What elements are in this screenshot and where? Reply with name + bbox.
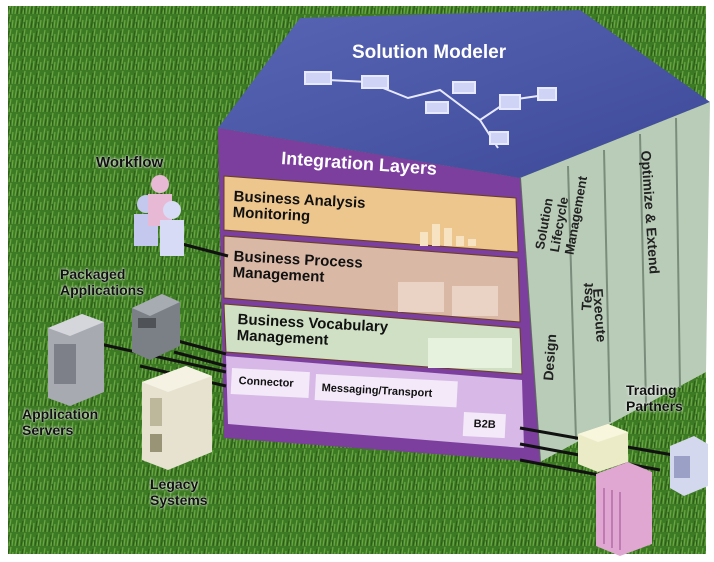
bam-label: Business Analysis Monitoring bbox=[232, 188, 366, 226]
workflow-people-icon bbox=[134, 175, 184, 256]
bpm-layer bbox=[223, 235, 521, 323]
cube-side-face bbox=[520, 102, 710, 462]
people-icon bbox=[452, 286, 498, 316]
b2b-label: B2B bbox=[473, 418, 496, 432]
bar-chart-icon bbox=[420, 224, 476, 246]
legacy-systems-label: Legacy Systems bbox=[150, 476, 208, 508]
bpm-label: Business Process Management bbox=[232, 248, 364, 286]
b2b-box bbox=[462, 412, 506, 439]
connector-box bbox=[230, 368, 310, 399]
design-label: Design bbox=[540, 333, 560, 382]
flow-icon bbox=[398, 282, 444, 312]
trading-partners-label: Trading Partners bbox=[626, 382, 683, 414]
process-network-icon bbox=[304, 71, 557, 149]
code-table-icon bbox=[428, 338, 512, 368]
app-servers-label: Application Servers bbox=[22, 406, 99, 438]
app-server-device bbox=[48, 314, 104, 406]
solution-modeler-title: Solution Modeler bbox=[352, 42, 507, 63]
messaging-box bbox=[314, 374, 458, 408]
packaged-app-device bbox=[132, 294, 180, 360]
packaged-apps-label: Packaged Applications bbox=[60, 266, 145, 298]
trading-partner-devices bbox=[578, 424, 708, 556]
legacy-system-device bbox=[142, 366, 212, 470]
workflow-label: Workflow bbox=[96, 154, 164, 171]
